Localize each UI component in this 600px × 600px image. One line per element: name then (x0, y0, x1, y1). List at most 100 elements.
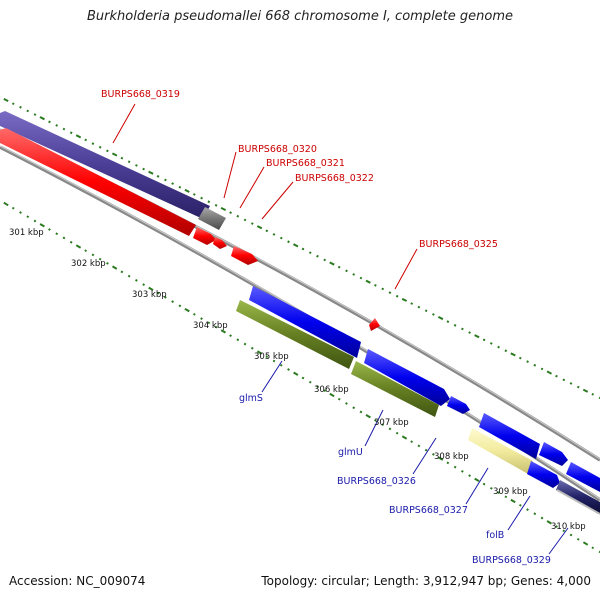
inner-tick (48, 228, 51, 231)
leader-glms (261, 360, 283, 393)
inner-tick (432, 453, 435, 456)
inner-tick (256, 350, 263, 355)
inner-tick (468, 474, 471, 477)
outer-tick (11, 102, 15, 105)
outer-tick (562, 378, 566, 382)
outer-tick (461, 327, 464, 331)
inner-tick (120, 270, 124, 274)
outer-tick (120, 156, 124, 160)
inner-tick (19, 211, 22, 214)
gene-label-burps668-0319: BURPS668_0319 (101, 89, 180, 100)
gene-label-burps668-0327: BURPS668_0327 (389, 505, 468, 516)
outer-tick (576, 385, 580, 389)
inner-tick (33, 219, 37, 223)
inner-tick (388, 427, 392, 431)
gene-burps668-0322 (231, 246, 258, 265)
inner-tick (598, 550, 600, 554)
inner-tick (62, 236, 66, 240)
outer-tick (591, 393, 595, 396)
gene-glms-olive (236, 300, 354, 369)
kbp-label: 306 kbp (314, 385, 349, 395)
outer-tick (33, 113, 37, 116)
leader-burps668-0321 (239, 166, 265, 209)
outer-tick (148, 170, 154, 175)
outer-tick (142, 167, 145, 171)
kbp-label: 308 kbp (434, 452, 469, 462)
inner-tick (540, 516, 544, 520)
outer-tick (106, 149, 109, 153)
gene-burps668-0326 (447, 396, 470, 414)
outer-tick (293, 243, 299, 248)
gene-label-glmu: glmU (338, 447, 363, 458)
gene-burps668-0327-pale (468, 428, 533, 474)
inner-tick (424, 448, 428, 452)
inner-tick (591, 546, 595, 550)
leader-burps668-0329 (548, 527, 569, 555)
outer-tick (272, 233, 276, 236)
gene-glmu-olive (351, 361, 439, 417)
outer-tick (229, 211, 232, 214)
outer-tick (127, 160, 131, 164)
outer-tick (250, 222, 254, 225)
inner-tick (365, 414, 371, 419)
gene-glms-blue (249, 286, 361, 358)
inner-tick (11, 206, 15, 210)
leader-burps668-0327 (465, 467, 489, 505)
gene-labels-upper: BURPS668_0319 BURPS668_0320 BURPS668_032… (101, 89, 498, 250)
outer-tick (192, 193, 196, 196)
outer-tick (453, 324, 457, 327)
inner-tick (482, 482, 486, 486)
inner-tick (329, 392, 335, 398)
outer-tick (156, 175, 160, 178)
kbp-label: 302 kbp (71, 259, 106, 269)
inner-tick (200, 317, 203, 320)
outer-tick (533, 363, 537, 367)
outer-tick (207, 200, 211, 204)
outer-tick (308, 251, 312, 254)
gene-folb (527, 461, 560, 488)
leader-burps668-0319 (112, 103, 136, 144)
outer-tick (395, 294, 399, 298)
inner-tick (265, 355, 269, 359)
kbp-label: 304 kbp (193, 321, 228, 331)
inner-tick (229, 334, 232, 337)
outer-tick (69, 131, 73, 135)
inner-tick (192, 312, 196, 316)
kbp-label: 309 kbp (493, 487, 528, 497)
inner-tick (171, 300, 174, 303)
gene-label-folb: folB (486, 530, 504, 541)
outer-tick (468, 331, 471, 334)
inner-tick (39, 223, 45, 228)
inner-tick (178, 304, 182, 308)
inner-tick (220, 329, 227, 334)
inner-tick (301, 376, 305, 380)
outer-tick (19, 105, 22, 109)
inner-tick (156, 291, 160, 295)
outer-tick (446, 320, 450, 323)
outer-tick (582, 388, 589, 393)
outer-tick (323, 258, 327, 262)
inner-tick (236, 338, 240, 342)
inner-tick (474, 477, 480, 482)
kbp-label: 301 kbp (9, 228, 44, 238)
inner-tick (308, 380, 312, 384)
gene-burps668-0329-gray-line (556, 489, 600, 515)
outer-tick (365, 279, 371, 284)
outer-tick (75, 134, 82, 139)
inner-tick (460, 470, 464, 473)
outer-tick (381, 287, 385, 291)
inner-tick (323, 389, 327, 393)
inner-tick (337, 397, 341, 401)
gene-burps668-0329-blue (539, 442, 568, 466)
outer-tick (510, 352, 516, 357)
gene-label-burps668-0325: BURPS668_0325 (419, 239, 498, 250)
inner-tick (518, 503, 522, 507)
outer-tick (410, 302, 414, 305)
inner-tick (214, 325, 218, 329)
outer-tick (265, 229, 269, 233)
outer-tick (417, 305, 421, 309)
tick-marks (3, 98, 600, 554)
gene-glmu-blue (364, 349, 450, 406)
outer-tick (91, 142, 95, 145)
gene-label-burps668-0321: BURPS668_0321 (266, 158, 345, 169)
